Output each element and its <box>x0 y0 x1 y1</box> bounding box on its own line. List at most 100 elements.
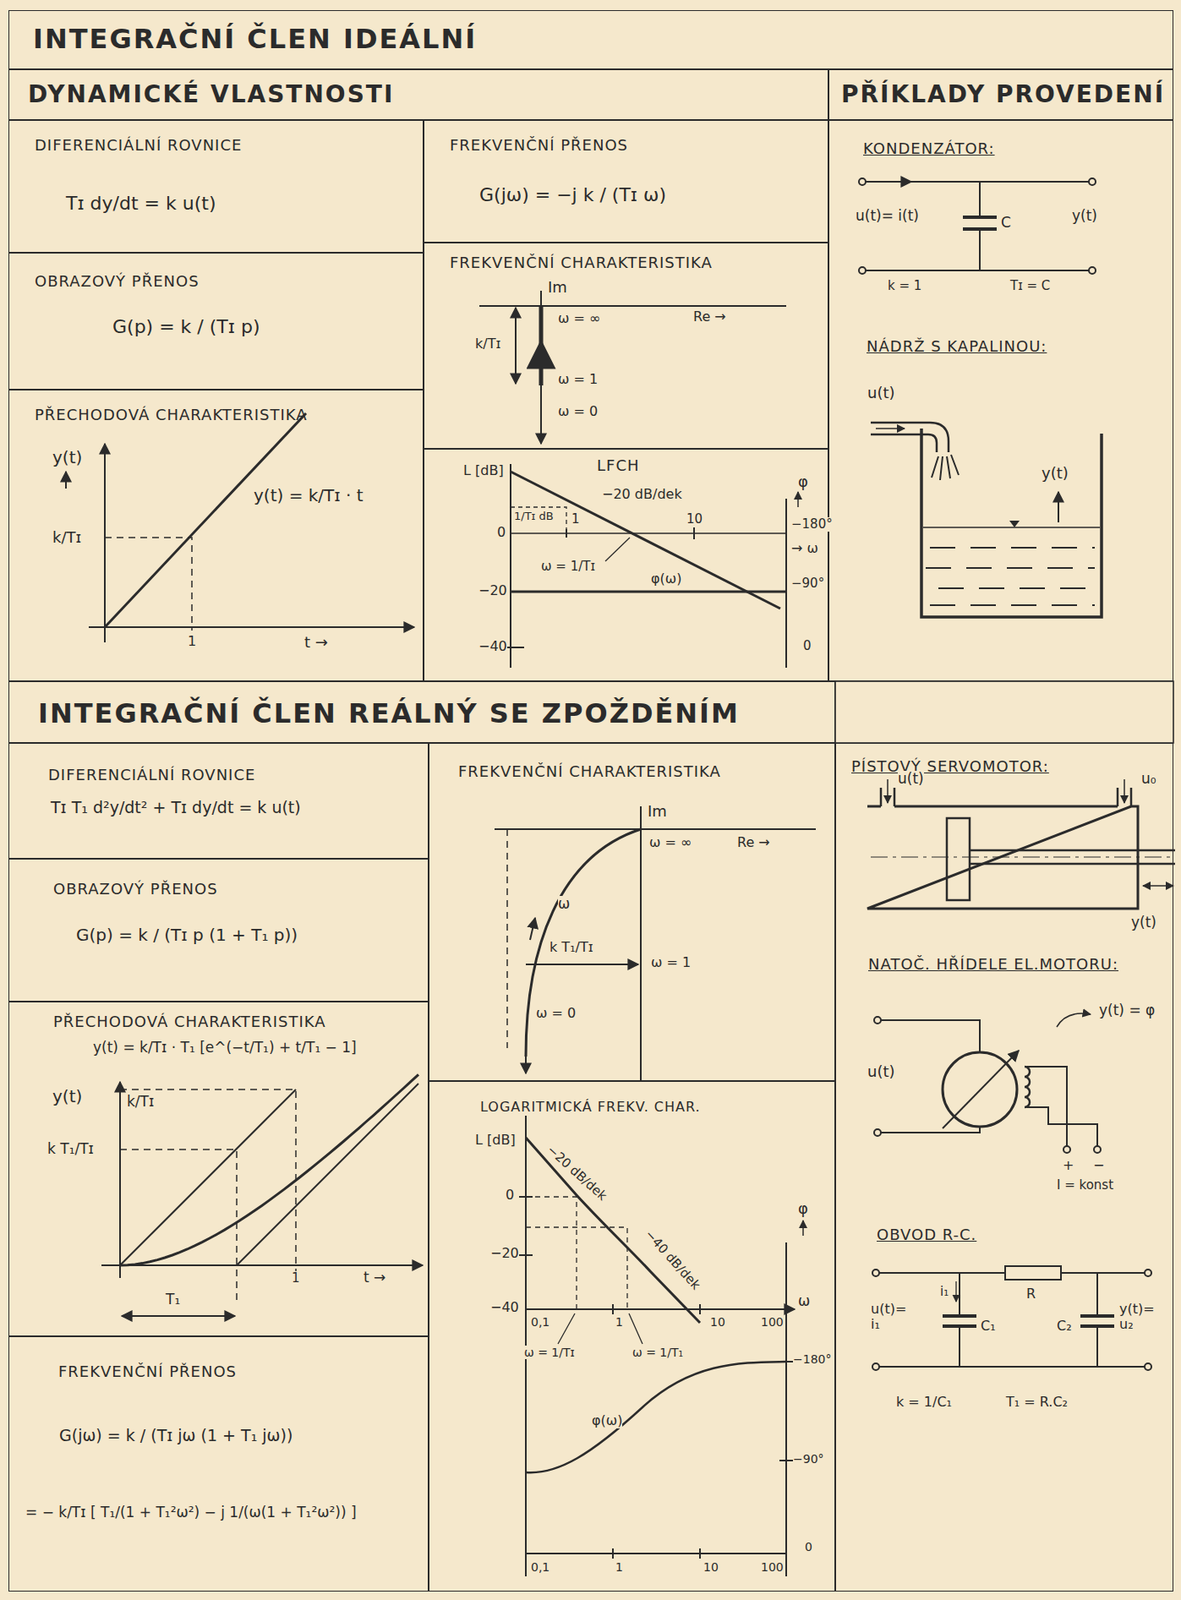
plot-label: φ(ω) <box>591 1413 623 1429</box>
box-heading: LFCH <box>596 456 640 475</box>
section-title: INTEGRAČNÍ ČLEN IDEÁLNÍ <box>32 22 477 55</box>
box-heading: FREKVENČNÍ PŘENOS <box>449 136 629 154</box>
plot-label: −20 dB/dek <box>601 486 683 503</box>
box-heading: FREKVENČNÍ CHARAKTERISTIKA <box>449 253 713 272</box>
plot-label: Re → <box>693 309 727 325</box>
plot-label: 1/Tɪ dB <box>513 510 554 524</box>
box-heading: KONDENZÁTOR: <box>863 139 996 158</box>
plot-label: ω = 0 <box>557 404 598 420</box>
plot-label: Re → <box>737 835 771 851</box>
plot-label: 10 <box>703 1560 719 1575</box>
plot-label: u(t) <box>897 770 925 788</box>
plot-label: R <box>1026 1286 1036 1302</box>
title-band: INTEGRAČNÍ ČLEN REÁLNÝ SE ZPOŽDĚNÍM <box>8 681 836 744</box>
plot-label: −20 <box>478 583 508 599</box>
plot-label: ω = 1/Tɪ <box>541 559 596 575</box>
plot-label: 100 <box>760 1560 784 1575</box>
plot-label: 0,1 <box>530 1315 550 1329</box>
box-heading: OBRAZOVÝ PŘENOS <box>53 880 219 898</box>
plot-label: Tɪ dy/dt = k u(t) <box>65 192 216 214</box>
plot-label: 1 <box>187 634 197 650</box>
plot-label: C₁ <box>980 1318 996 1335</box>
plot-label: φ(ω) <box>650 571 682 587</box>
property-box: FREKVENČNÍ PŘENOS <box>8 1336 429 1592</box>
plot-label: −90° <box>792 1452 825 1466</box>
plot-label: 10 <box>686 512 703 527</box>
plot-label: y(t)= u₂ <box>1119 1301 1169 1334</box>
plot-label: ω = 1 <box>650 955 691 971</box>
plot-label: ω = 1/Tɪ <box>524 1345 575 1360</box>
plot-label: 1 <box>615 1315 624 1329</box>
section-title: DYNAMICKÉ VLASTNOSTI <box>27 80 394 109</box>
plot-label: −40 <box>490 1300 520 1316</box>
plot-label: k = 1/C₁ <box>896 1394 952 1411</box>
plot-label: L [dB] <box>475 1132 516 1149</box>
plot-label: 100 <box>760 1315 784 1329</box>
plot-label: y(t) <box>52 1087 83 1107</box>
plot-label: ω = 1/T₁ <box>632 1345 684 1360</box>
plot-label: L [dB] <box>463 463 504 479</box>
plot-label: −20 <box>490 1246 520 1262</box>
plot-label: ω = ∞ <box>649 835 692 851</box>
plot-label: y(t) <box>1041 464 1069 483</box>
plot-label: Im <box>547 278 568 297</box>
plot-label: C <box>1000 214 1012 232</box>
plot-label: 10 <box>710 1315 726 1329</box>
box-heading: LOGARITMICKÁ FREKV. CHAR. <box>480 1098 701 1116</box>
box-heading: FREKVENČNÍ CHARAKTERISTIKA <box>458 762 722 781</box>
plot-label: u(t)= i₁ <box>870 1301 915 1334</box>
plot-label: k T₁/Tɪ <box>47 1141 94 1159</box>
plot-label: −180° <box>792 1352 832 1367</box>
plot-label: t → <box>363 1269 386 1287</box>
plot-label: i₁ <box>940 1284 949 1300</box>
example-panel: PÍSTOVÝ SERVOMOTOR: NATOČ. HŘÍDELE EL.MOT… <box>835 743 1174 1592</box>
plot-label: ω <box>557 896 570 914</box>
plot-label: Tɪ = C <box>1010 278 1050 294</box>
plot-label: −40 dB/dek <box>641 1227 703 1293</box>
plot-label: 0 <box>505 1187 514 1203</box>
box-heading: OBRAZOVÝ PŘENOS <box>34 272 200 290</box>
section-title: INTEGRAČNÍ ČLEN REÁLNÝ SE ZPOŽDĚNÍM <box>38 697 740 730</box>
property-box: FREKVENČNÍ PŘENOS <box>423 120 829 243</box>
box-heading: PŘECHODOVÁ CHARAKTERISTIKA <box>34 405 308 424</box>
plot-label: u(t) <box>867 1063 896 1082</box>
section-header: DYNAMICKÉ VLASTNOSTI <box>8 69 829 121</box>
box-heading: FREKVENČNÍ PŘENOS <box>58 1362 237 1381</box>
plot-label: y(t) <box>1071 207 1098 225</box>
plot-label: −90° <box>791 576 825 591</box>
plot-label: C₂ <box>1056 1318 1072 1335</box>
plot-label: y(t) <box>52 448 83 468</box>
plot-label: −180° <box>791 517 833 532</box>
property-box: DIFERENCIÁLNÍ ROVNICE <box>8 120 424 253</box>
plot-label: ω = ∞ <box>557 311 601 327</box>
plot-label: I = konst <box>1056 1178 1114 1193</box>
plot-label: φ <box>798 473 809 492</box>
plot-label: k/Tɪ <box>126 1093 154 1111</box>
plot-label: 1 <box>291 1271 301 1286</box>
box-heading: NATOČ. HŘÍDELE EL.MOTORU: <box>868 955 1119 974</box>
plot-label: 0 <box>497 524 506 541</box>
plot-label: + <box>1062 1158 1074 1174</box>
box-heading: PÍSTOVÝ SERVOMOTOR: <box>851 757 1050 776</box>
plot-label: φ <box>798 1200 809 1219</box>
plot-label: Tɪ T₁ d²y/dt² + Tɪ dy/dt = k u(t) <box>50 798 301 818</box>
plot-label: −40 <box>478 639 508 655</box>
plot-label: 0 <box>804 1540 813 1554</box>
section-header: PŘÍKLADY PROVEDENÍ <box>828 69 1174 121</box>
plot-label: G(p) = k / (Tɪ p) <box>112 316 260 338</box>
plot-label: u(t) <box>867 384 896 403</box>
box-heading: NÁDRŽ S KAPALINOU: <box>866 337 1047 356</box>
plot-label: y(t) = k/Tɪ · T₁ [e^(−t/T₁) + t/T₁ − 1] <box>92 1039 357 1057</box>
plot-label: k = 1 <box>887 278 922 294</box>
property-box: FREKVENČNÍ CHARAKTERISTIKA <box>428 743 836 1082</box>
plot-label: 1 <box>571 512 580 527</box>
plot-label: k/Tɪ <box>475 336 501 352</box>
plot-label: − <box>1093 1158 1105 1174</box>
box-heading: DIFERENCIÁLNÍ ROVNICE <box>34 136 242 154</box>
plot-label: k/Tɪ <box>52 529 82 547</box>
plot-label: → ω <box>791 541 819 557</box>
plot-label: G(jω) = −j k / (Tɪ ω) <box>479 184 667 206</box>
plot-label: T₁ = R.C₂ <box>1006 1394 1068 1411</box>
plot-label: 1 <box>615 1560 624 1575</box>
plot-label: y(t) = φ <box>1098 1002 1155 1020</box>
